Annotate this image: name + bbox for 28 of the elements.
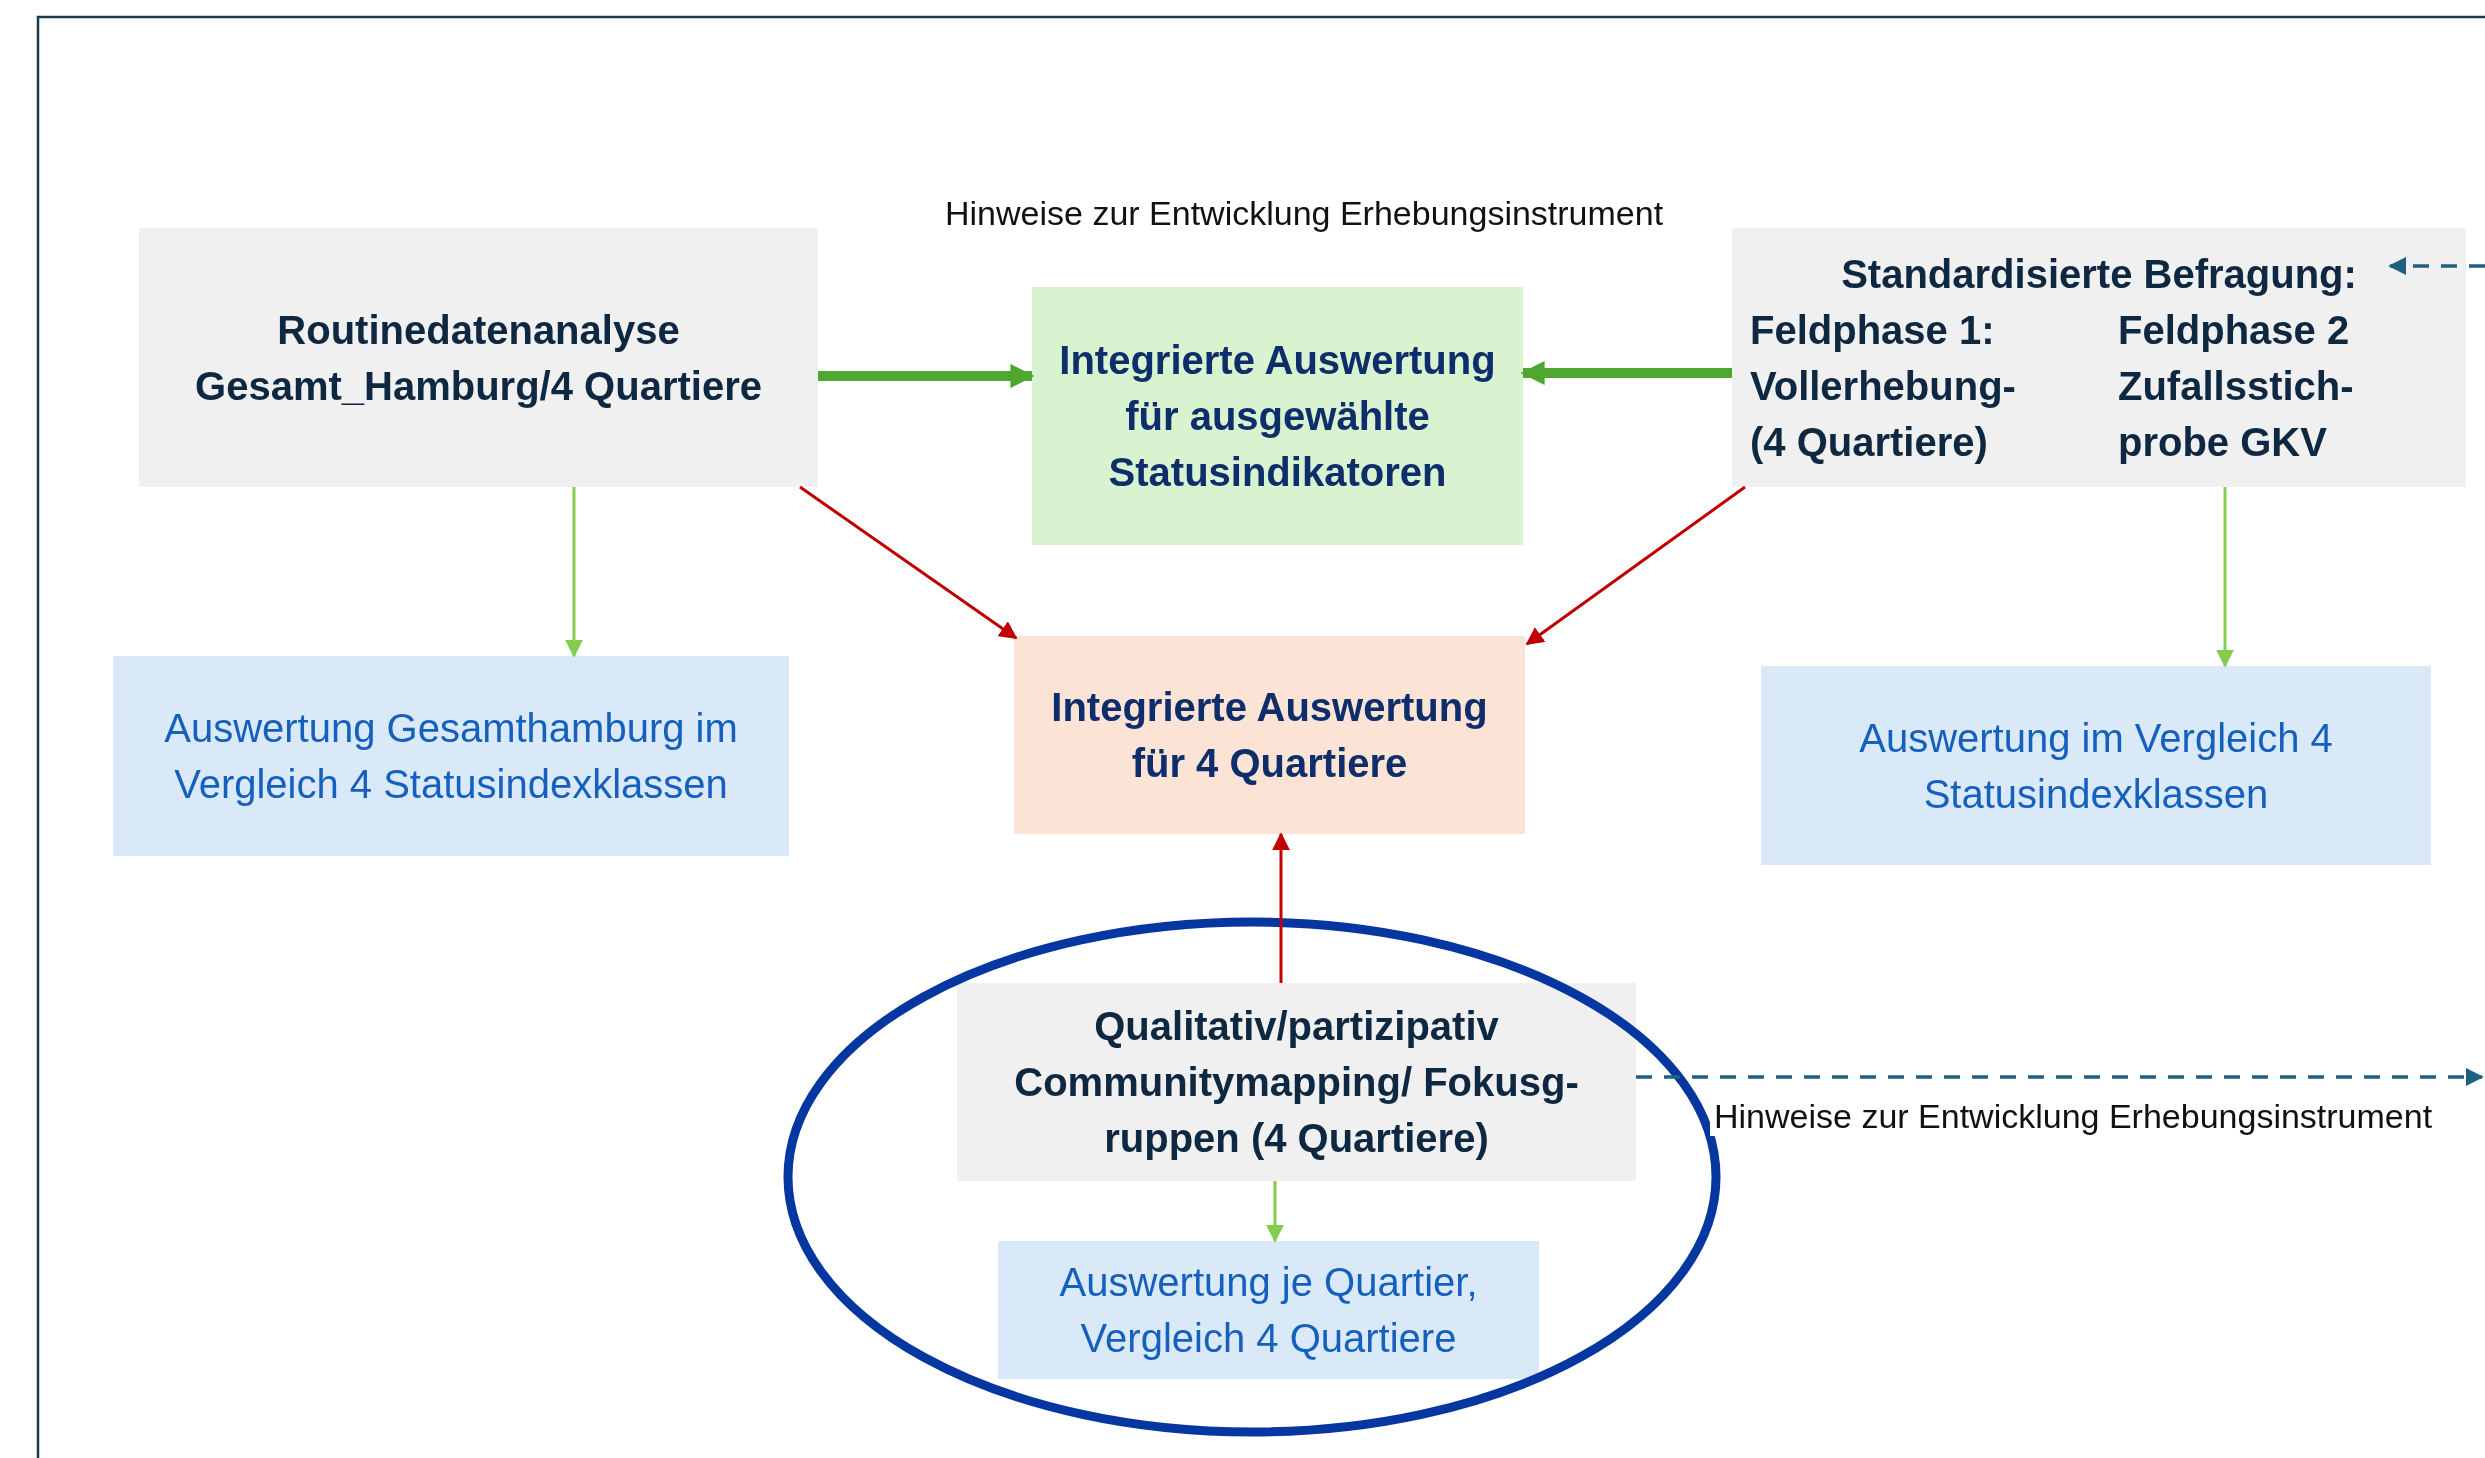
box-text: Auswertung Gesamthamburg im Vergleich 4 Statusindexklassen bbox=[163, 705, 739, 808]
dashed-arrow bbox=[1636, 1068, 2484, 1086]
box-text: Routinedatenanalyse Gesamt_Hamburg/4 Quartiere bbox=[194, 306, 763, 410]
evaluation-box bbox=[113, 656, 789, 856]
box-text: Feldphase 2 Zufallsstich- probe GKV bbox=[2118, 306, 2355, 466]
result-box bbox=[1032, 287, 1523, 545]
result-box bbox=[1014, 636, 1525, 834]
arrow bbox=[1520, 361, 1732, 385]
process-box bbox=[139, 228, 818, 487]
arrow bbox=[1266, 1181, 1284, 1243]
arrow bbox=[2216, 487, 2234, 668]
box-text: Feldphase 1: Vollerhebung- (4 Quartiere) bbox=[1750, 306, 2017, 466]
evaluation-box bbox=[1761, 666, 2431, 865]
dashed-arrow bbox=[2388, 257, 2485, 275]
arrow bbox=[565, 487, 583, 658]
arrow bbox=[1525, 485, 1746, 646]
box-text: Integrierte Auswertung für ausgewählte Statusindikatoren bbox=[1058, 337, 1497, 496]
process-box bbox=[957, 983, 1636, 1181]
box-text: Auswertung je Quartier, Vergleich 4 Quartiere bbox=[1058, 1259, 1479, 1362]
evaluation-box bbox=[998, 1241, 1539, 1379]
box-text: Integrierte Auswertung für 4 Quartiere bbox=[1050, 684, 1489, 787]
box-text: Qualitativ/partizipativ Communitymapping/ Fokusg-ruppen (4 Quartiere) bbox=[1013, 1003, 1580, 1162]
box-text: Auswertung im Vergleich 4 Statusindexklassen bbox=[1858, 714, 2334, 818]
arrow bbox=[818, 364, 1035, 388]
box-heading: Standardisierte Befragung: bbox=[1841, 250, 2357, 298]
process-box bbox=[1732, 228, 2466, 487]
arrow bbox=[799, 485, 1018, 640]
arrow bbox=[1272, 832, 1290, 983]
